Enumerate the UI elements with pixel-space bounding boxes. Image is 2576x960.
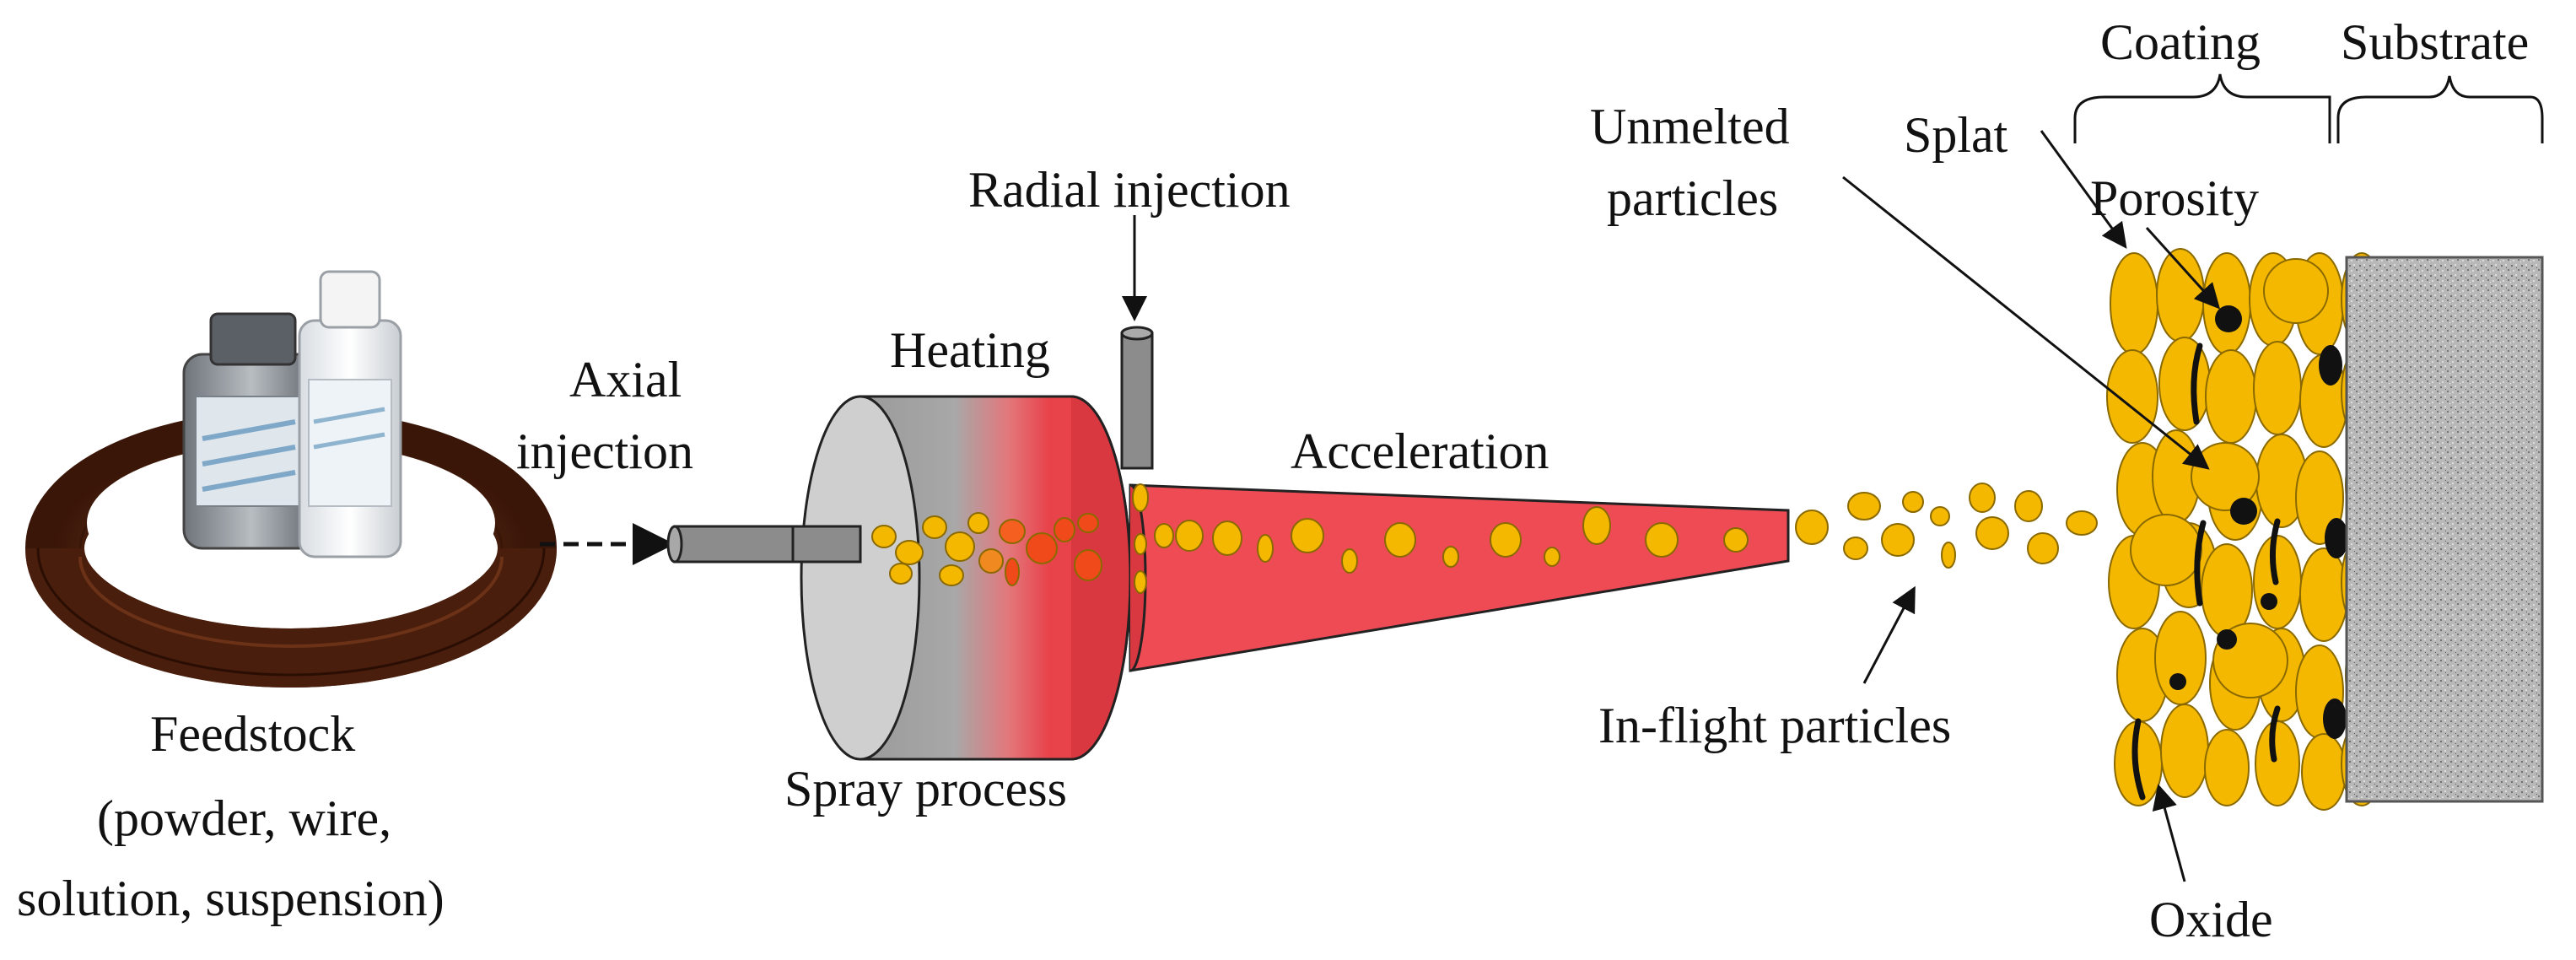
unmelted-particle (2130, 514, 2202, 586)
label-feedstock-2: (powder, wire, (97, 790, 391, 846)
label-unmelted-2: particles (1607, 170, 1778, 226)
porosity-arrow (2145, 226, 2221, 310)
spray-gun (666, 326, 1790, 761)
feedstock-icon (25, 270, 557, 688)
radial-injection-tube (1120, 332, 1154, 470)
label-axial-1: Axial (569, 352, 682, 407)
grey-bottle (182, 312, 321, 550)
label-substrate: Substrate (2341, 14, 2529, 70)
label-in-flight: In-flight particles (1598, 698, 1951, 753)
oxides (2131, 342, 2281, 801)
label-heating: Heating (890, 322, 1050, 378)
white-bottle (298, 270, 402, 558)
label-porosity: Porosity (2090, 170, 2259, 226)
pores (2169, 305, 2348, 739)
oxide-arrow (2152, 784, 2186, 882)
label-unmelted-1: Unmelted (1590, 99, 1790, 154)
coating-bracket (2073, 73, 2331, 143)
label-feedstock-1: Feedstock (150, 706, 355, 762)
nozzle-particles (1132, 483, 1749, 594)
chamber-front-face (800, 395, 921, 761)
label-acceleration: Acceleration (1291, 423, 1549, 479)
label-splat: Splat (1904, 107, 2008, 163)
unmelted-arrow (1842, 175, 2210, 470)
label-oxide: Oxide (2149, 892, 2273, 947)
unmelted-particle (2263, 258, 2329, 324)
label-spray-process: Spray process (784, 761, 1067, 817)
label-axial-2: injection (516, 423, 693, 479)
in-flight-particles (1795, 483, 2098, 569)
acceleration-nozzle (1129, 483, 1790, 672)
in-flight-arrow (1862, 585, 1916, 684)
substrate-block (2345, 256, 2544, 803)
label-feedstock-3: solution, suspension) (17, 871, 445, 926)
label-coating: Coating (2100, 14, 2261, 70)
splat-arrow (2040, 130, 2127, 249)
substrate-bracket (2336, 75, 2544, 143)
label-radial-injection: Radial injection (968, 162, 1291, 218)
chamber-particles (871, 512, 1102, 586)
